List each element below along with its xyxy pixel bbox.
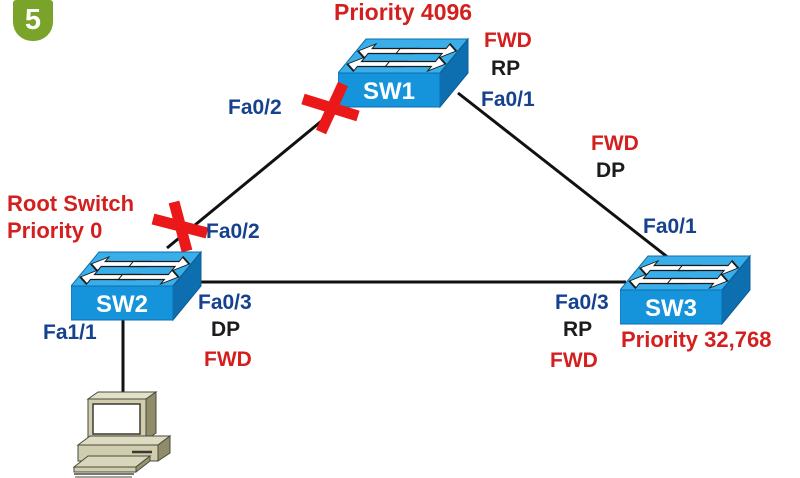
pc-host: [72, 389, 176, 478]
link-sw1-sw3: [457, 91, 671, 261]
sw2-port-fa03-label: Fa0/3: [198, 291, 252, 314]
sw1-rp-role-label: RP: [491, 57, 521, 80]
sw3-fwd-state-label: FWD: [550, 349, 598, 372]
sw1-priority-label: Priority 4096: [334, 0, 473, 25]
switch-sw1: SW1: [338, 31, 470, 109]
sw2-port-fa02-label: Fa0/2: [206, 220, 260, 243]
sw1-port-fa01-label: Fa0/1: [481, 88, 535, 111]
switch-name-sw2: SW2: [95, 291, 148, 318]
sw3-priority-label: Priority 32,768: [621, 327, 772, 352]
sw3-rp-role-label: RP: [563, 318, 593, 341]
sw2-port-fa11-label: Fa1/1: [43, 321, 97, 344]
sw3-port-fa03-label: Fa0/3: [555, 291, 609, 314]
switch-sw3: SW3: [620, 248, 752, 326]
sw2-priority-label: Priority 0: [7, 218, 103, 243]
sw2-fwd-state-label: FWD: [204, 348, 252, 371]
desktop-pc-icon: [72, 391, 172, 478]
sw1-sw3-fwd-state-label: FWD: [591, 132, 639, 155]
step-number-badge: 5: [13, 0, 53, 41]
sw3-port-fa01-label: Fa0/1: [643, 215, 697, 238]
sw1-sw3-dp-role-label: DP: [596, 159, 626, 182]
root-switch-label: Root Switch: [7, 191, 135, 216]
switch-sw2: SW2: [71, 244, 203, 322]
switch-name-sw1: SW1: [362, 78, 415, 105]
sw1-fwd-state-label: FWD: [484, 29, 532, 52]
switch-icon: [71, 250, 203, 322]
switch-icon: [620, 254, 752, 326]
sw2-dp-role-label: DP: [211, 318, 241, 341]
sw1-port-fa02-label: Fa0/2: [228, 96, 282, 119]
switch-icon: [338, 37, 470, 109]
switch-name-sw3: SW3: [644, 295, 697, 322]
